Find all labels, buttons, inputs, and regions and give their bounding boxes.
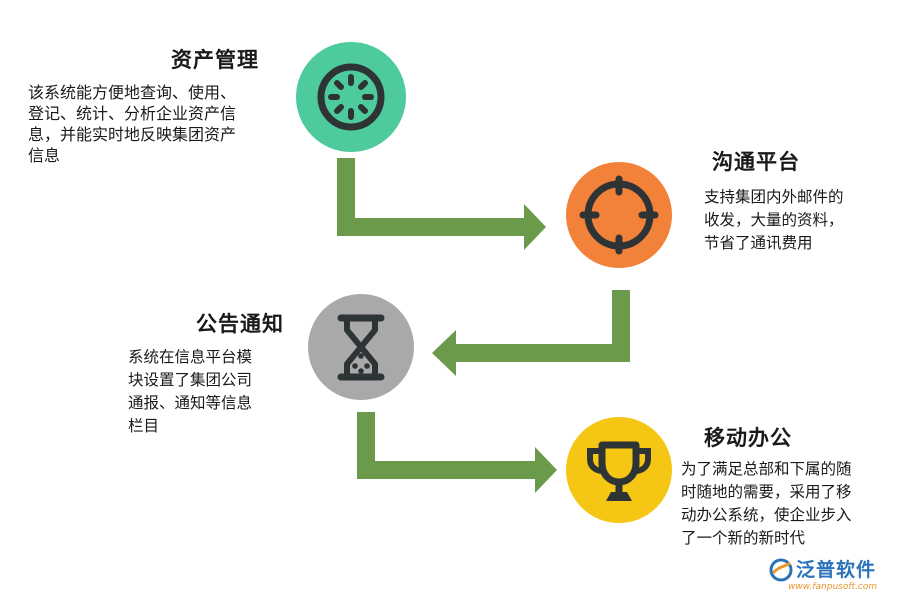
step-desc-asset-management: 该系统能方便地查询、使用、 登记、统计、分析企业资产信 息，并能实时地反映集团资…	[28, 82, 328, 166]
desc-line: 动办公系统，使企业步入	[681, 506, 852, 524]
step-title-communication-platform: 沟通平台	[712, 150, 800, 174]
arrow-2	[455, 290, 630, 362]
desc-line: 该系统能方便地查询、使用、	[28, 83, 237, 102]
desc-line: 收发，大量的资料，	[704, 211, 844, 229]
desc-line: 栏目	[128, 417, 160, 435]
arrow-3-head	[535, 447, 557, 493]
step-desc-announcement: 系统在信息平台模 块设置了集团公司 通报、通知等信息 栏目	[128, 346, 298, 438]
trophy-icon	[587, 441, 651, 501]
logo: 泛普软件 www.fanpusoft.com	[768, 555, 893, 597]
desc-line: 息，并能实时地反映集团资产	[28, 125, 237, 144]
desc-line: 节省了通讯费用	[704, 234, 813, 252]
step-title-asset-management: 资产管理	[171, 48, 259, 72]
mobile-office-circle	[566, 417, 672, 523]
desc-line: 为了满足总部和下属的随	[681, 460, 852, 478]
hourglass-icon	[337, 314, 385, 381]
logo-url: www.fanpusoft.com	[788, 582, 878, 592]
desc-line: 支持集团内外邮件的	[704, 188, 844, 206]
announcement-circle	[308, 294, 414, 400]
arrow-1-head	[524, 204, 546, 250]
step-desc-communication-platform: 支持集团内外邮件的 收发，大量的资料， 节省了通讯费用	[704, 186, 894, 255]
step-desc-mobile-office: 为了满足总部和下属的随 时随地的需要，采用了移 动办公系统，使企业步入 了一个新…	[681, 458, 896, 550]
arrow-2-head	[432, 330, 456, 376]
desc-line: 登记、统计、分析企业资产信	[28, 104, 237, 123]
desc-line: 通报、通知等信息	[128, 394, 253, 412]
arrow-3	[357, 412, 536, 479]
crosshair-icon	[579, 175, 659, 255]
desc-line: 了一个新的新时代	[681, 529, 806, 547]
logo-name: 泛普软件	[796, 559, 877, 581]
communication-platform-circle	[566, 162, 672, 268]
desc-line: 信息	[28, 146, 61, 165]
step-title-mobile-office: 移动办公	[704, 426, 792, 450]
desc-line: 块设置了集团公司	[128, 371, 253, 389]
logo-mark-icon	[769, 558, 793, 582]
step-title-announcement: 公告通知	[196, 312, 284, 336]
desc-line: 系统在信息平台模	[128, 348, 253, 366]
gear-icon	[317, 63, 385, 131]
arrow-1	[337, 158, 525, 236]
desc-line: 时随地的需要，采用了移	[681, 483, 852, 501]
asset-management-circle	[296, 42, 406, 152]
